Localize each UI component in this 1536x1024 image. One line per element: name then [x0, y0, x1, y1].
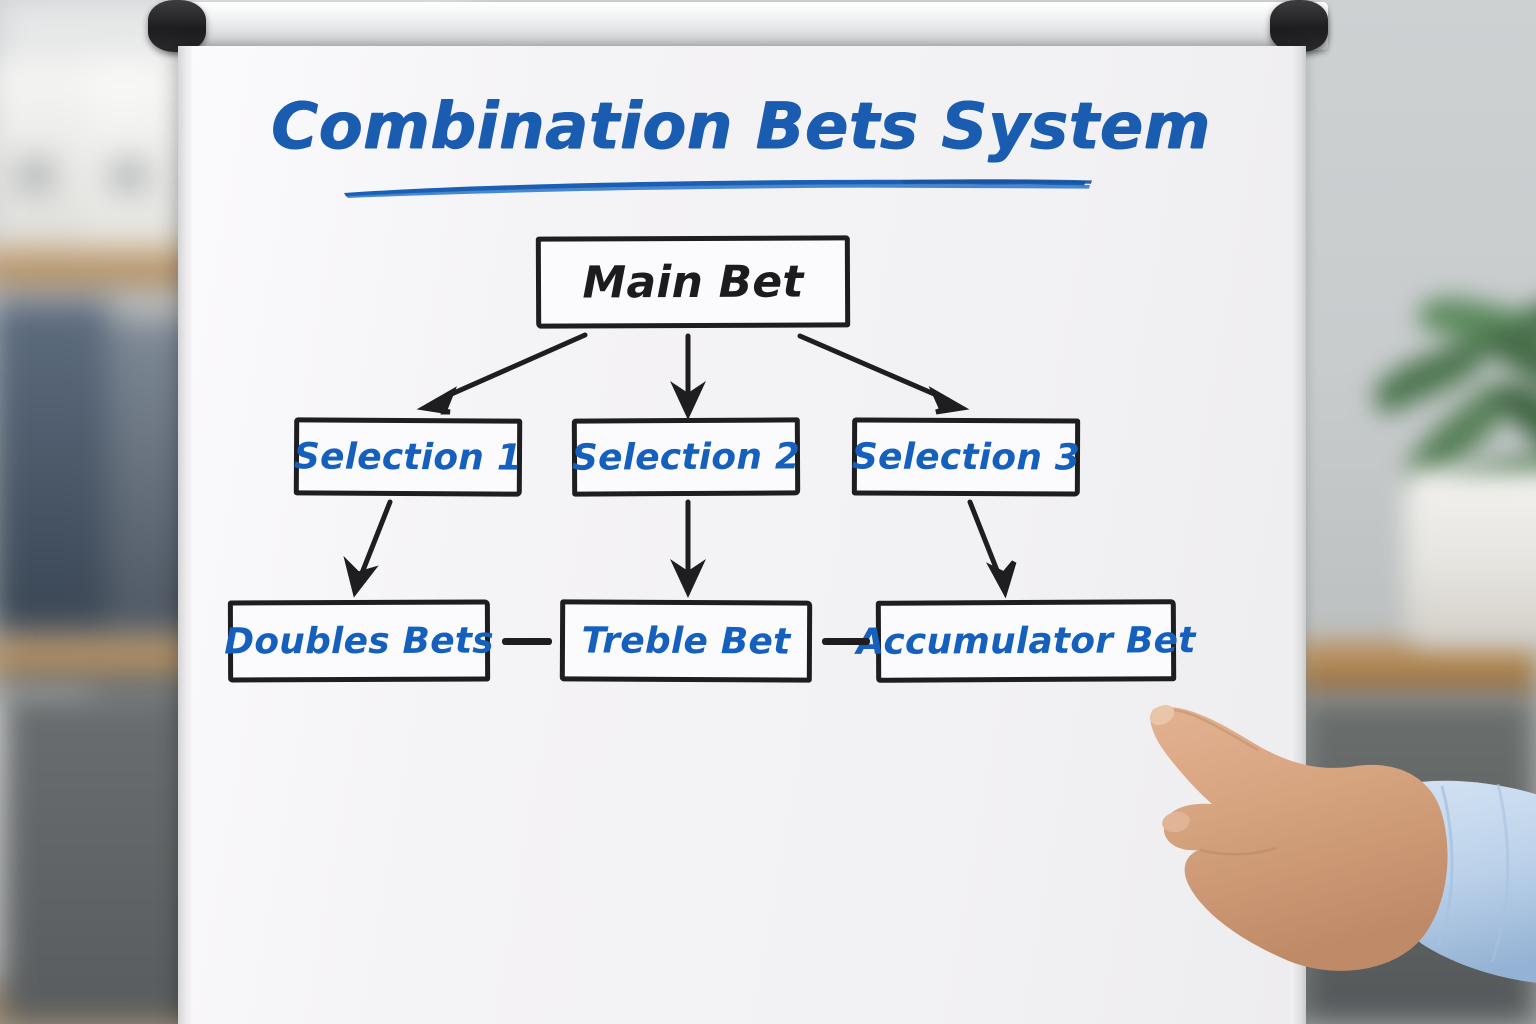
title-underline-stroke — [344, 179, 1092, 198]
book — [0, 300, 110, 630]
paper-edge-right — [1290, 46, 1306, 1024]
page-title-text: Combination Bets System — [271, 90, 1211, 164]
node-selection-1-label: Selection 1 — [293, 435, 523, 479]
node-accumulator-bet[interactable]: Accumulator Bet — [856, 599, 1196, 683]
clamp-end-cap-right — [1270, 0, 1328, 52]
node-selection-1[interactable]: Selection 1 — [293, 417, 523, 497]
node-selection-2[interactable]: Selection 2 — [571, 417, 801, 497]
node-doubles-bets[interactable]: Doubles Bets — [224, 599, 494, 683]
binder-label — [18, 162, 52, 188]
node-selection-3[interactable]: Selection 3 — [851, 417, 1081, 497]
wooden-counter — [1300, 640, 1536, 698]
clamp-end-cap-left — [148, 0, 206, 52]
node-doubles-bets-label: Doubles Bets — [224, 620, 494, 662]
connector-doubles-to-treble — [502, 638, 552, 645]
binder-label — [112, 162, 146, 188]
flipchart-clamp-bar — [168, 2, 1328, 50]
node-main-bet[interactable]: Main Bet — [535, 235, 851, 329]
binder — [82, 58, 168, 256]
plant-pot — [1405, 470, 1536, 645]
connector-treble-to-accumulator — [822, 638, 870, 645]
node-accumulator-bet-label: Accumulator Bet — [856, 619, 1196, 663]
node-treble-bet-label: Treble Bet — [581, 619, 791, 663]
dark-cabinet-panel — [1300, 696, 1536, 1024]
node-treble-bet[interactable]: Treble Bet — [559, 599, 813, 683]
paper-edge-left — [178, 46, 192, 1024]
node-main-bet-label: Main Bet — [582, 256, 804, 308]
node-selection-2-label: Selection 2 — [571, 435, 801, 479]
node-selection-3-label: Selection 3 — [851, 436, 1081, 478]
page-title: Combination Bets System — [178, 93, 1304, 161]
binder — [0, 60, 80, 256]
